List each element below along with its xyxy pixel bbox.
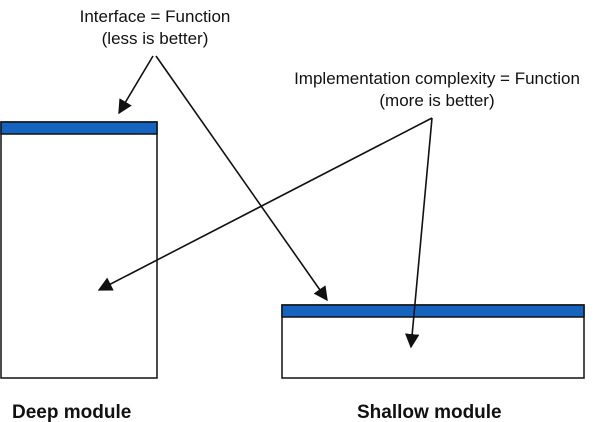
implementation-annotation-line1: Implementation complexity = Function	[294, 69, 580, 88]
interface-annotation-line2: (less is better)	[102, 29, 209, 48]
shallow-module-interface-bar	[281, 304, 585, 318]
interface-arrow-to-shallow	[155, 55, 328, 302]
implementation-arrow-to-shallow	[405, 117, 433, 349]
deep-module-interface-bar	[0, 121, 158, 135]
implementation-annotation-line2: (more is better)	[379, 91, 494, 110]
shallow-module-label: Shallow module	[357, 402, 502, 422]
interface-annotation-line1: Interface = Function	[80, 7, 231, 26]
implementation-arrow-to-deep	[97, 117, 433, 291]
shallow-module	[281, 304, 585, 379]
deep-module-body	[0, 121, 158, 379]
deep-module-label: Deep module	[12, 402, 131, 422]
interface-arrow-to-deep	[118, 55, 154, 115]
deep-module	[0, 121, 158, 379]
